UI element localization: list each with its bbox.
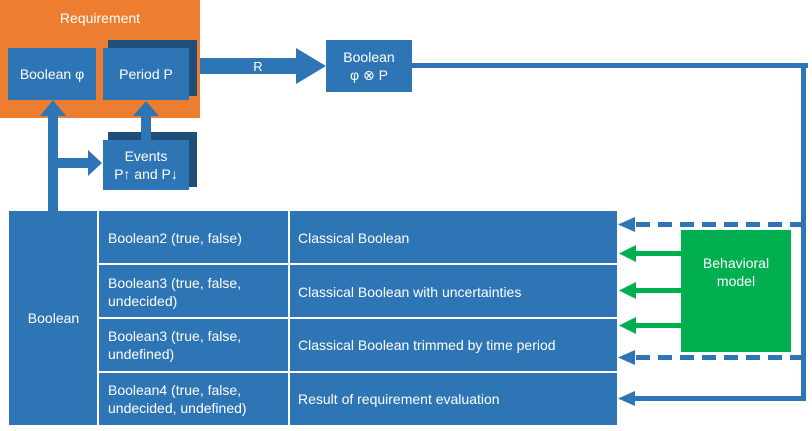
row-description: Classical Boolean <box>298 229 410 246</box>
result-output-line <box>412 63 808 68</box>
boolean-result-box: Boolean φ ⊗ P <box>326 40 412 92</box>
green-arrow-head-3 <box>619 317 636 334</box>
dashed-arrow-head-top <box>618 217 635 232</box>
period-p-box: Period P <box>103 48 189 100</box>
row-divider <box>99 263 617 265</box>
r-label: R <box>253 59 262 74</box>
row-description: Classical Boolean trimmed by time period <box>298 336 556 353</box>
r-arrow <box>200 48 326 84</box>
requirement-title: Requirement <box>59 10 141 26</box>
right-return-line <box>801 63 806 399</box>
green-arrow-shaft-2 <box>636 288 681 293</box>
green-arrow-shaft-3 <box>636 323 681 328</box>
events-box: Events P↑ and P↓ <box>103 140 189 190</box>
result-line-2: φ ⊗ P <box>350 67 388 83</box>
row-type: Boolean3 (true, false, undecided) <box>108 274 242 309</box>
result-line-1: Boolean <box>343 49 395 65</box>
events-line-1: Events <box>124 148 168 164</box>
result-return-arrowhead <box>618 391 635 406</box>
row-divider <box>99 371 617 373</box>
row-description: Classical Boolean with uncertainties <box>298 283 522 300</box>
row-type: Boolean3 (true, false, undefined) <box>108 327 242 362</box>
green-arrow-shaft-1 <box>636 251 681 256</box>
events-to-period-arrow <box>133 101 159 140</box>
boolean-phi-box: Boolean φ <box>8 48 96 100</box>
events-line-2: P↑ and P↓ <box>114 166 178 182</box>
behavioral-model-box: Behavioral model <box>681 230 791 352</box>
row-type: Boolean4 (true, false, undecided, undefi… <box>108 381 247 416</box>
behavioral-line-2: model <box>716 273 756 289</box>
table-to-phi-arrow <box>40 100 66 211</box>
boolean-table-label: Boolean <box>27 310 80 326</box>
row-divider <box>99 317 617 319</box>
to-events-arrow <box>58 150 102 176</box>
green-arrow-head-1 <box>619 245 636 262</box>
green-arrow-head-2 <box>619 282 636 299</box>
row-description: Result of requirement evaluation <box>298 390 500 407</box>
col-divider <box>97 211 99 425</box>
dashed-arrow-head-bottom <box>618 350 635 365</box>
row-type: Boolean2 (true, false) <box>108 229 242 246</box>
bottom-return-line <box>635 396 806 401</box>
behavioral-line-1: Behavioral <box>702 255 770 271</box>
